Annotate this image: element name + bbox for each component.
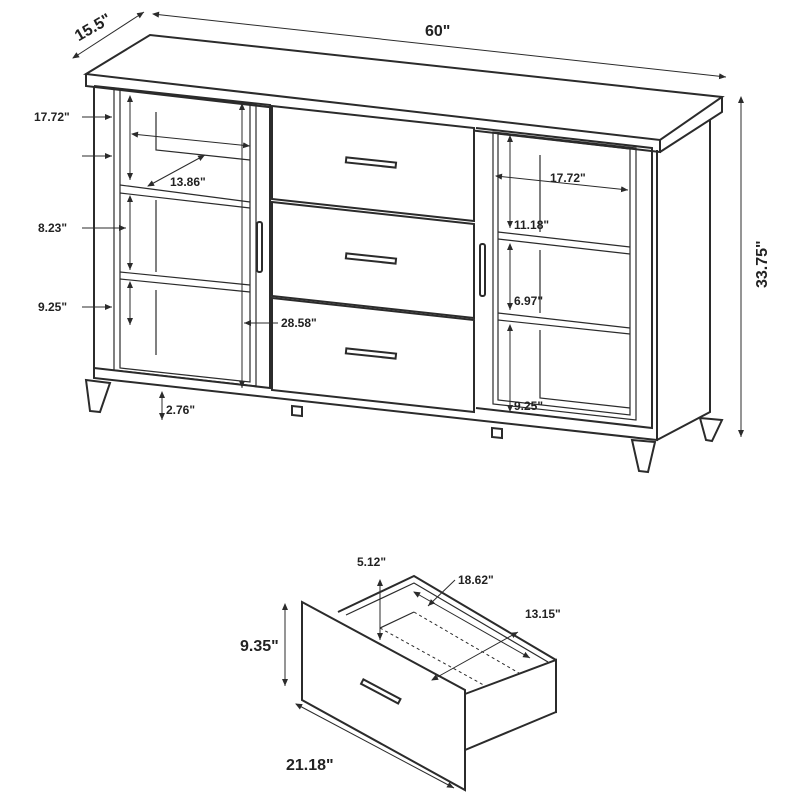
drawer-detail (301, 574, 557, 792)
drawer-handle-bottom (344, 347, 398, 360)
drawer-front-height-label: 9.35" (240, 638, 279, 655)
right-door-handle (479, 243, 486, 297)
depth-label: 15.5" (72, 11, 114, 45)
floor-clearance-label: 2.76" (166, 403, 195, 417)
right-shelf-width-label: 17.72" (550, 171, 586, 185)
left-shelf-depth-label: 13.86" (170, 175, 206, 189)
drawer-front-width-label: 21.18" (286, 757, 334, 774)
right-bottom-gap-label: 9.25" (514, 399, 543, 413)
drawer-inner-depth-label: 5.12" (357, 555, 386, 569)
sideboard-dimensions: 15.5" 60" 33.75" 17.72" 13.86" 8.23" 9.2… (34, 11, 771, 437)
drawer-stack (271, 104, 475, 414)
drawer-inner-width-label: 18.62" (458, 573, 494, 587)
legs (84, 378, 724, 474)
left-top-shelf-label: 17.72" (34, 110, 70, 124)
drawer-inner-length-label: 13.15" (525, 607, 561, 621)
drawer-front-handle (359, 678, 402, 705)
interior-height-label: 28.58" (281, 316, 317, 330)
width-label: 60" (425, 23, 450, 40)
height-label: 33.75" (754, 240, 771, 288)
drawer-handle-middle (344, 252, 398, 265)
left-glass-door (93, 85, 271, 390)
right-gap-a-label: 11.18" (514, 218, 549, 232)
drawer-handle-top (344, 156, 398, 169)
right-gap-b-label: 6.97" (514, 294, 543, 308)
left-door-handle (256, 221, 263, 273)
drawer-dimensions: 5.12" 18.62" 13.15" 9.35" 21.18" (240, 555, 561, 789)
right-glass-door (475, 127, 653, 430)
left-gap-b-label: 8.23" (38, 221, 67, 235)
left-bottom-gap-label: 9.25" (38, 300, 67, 314)
